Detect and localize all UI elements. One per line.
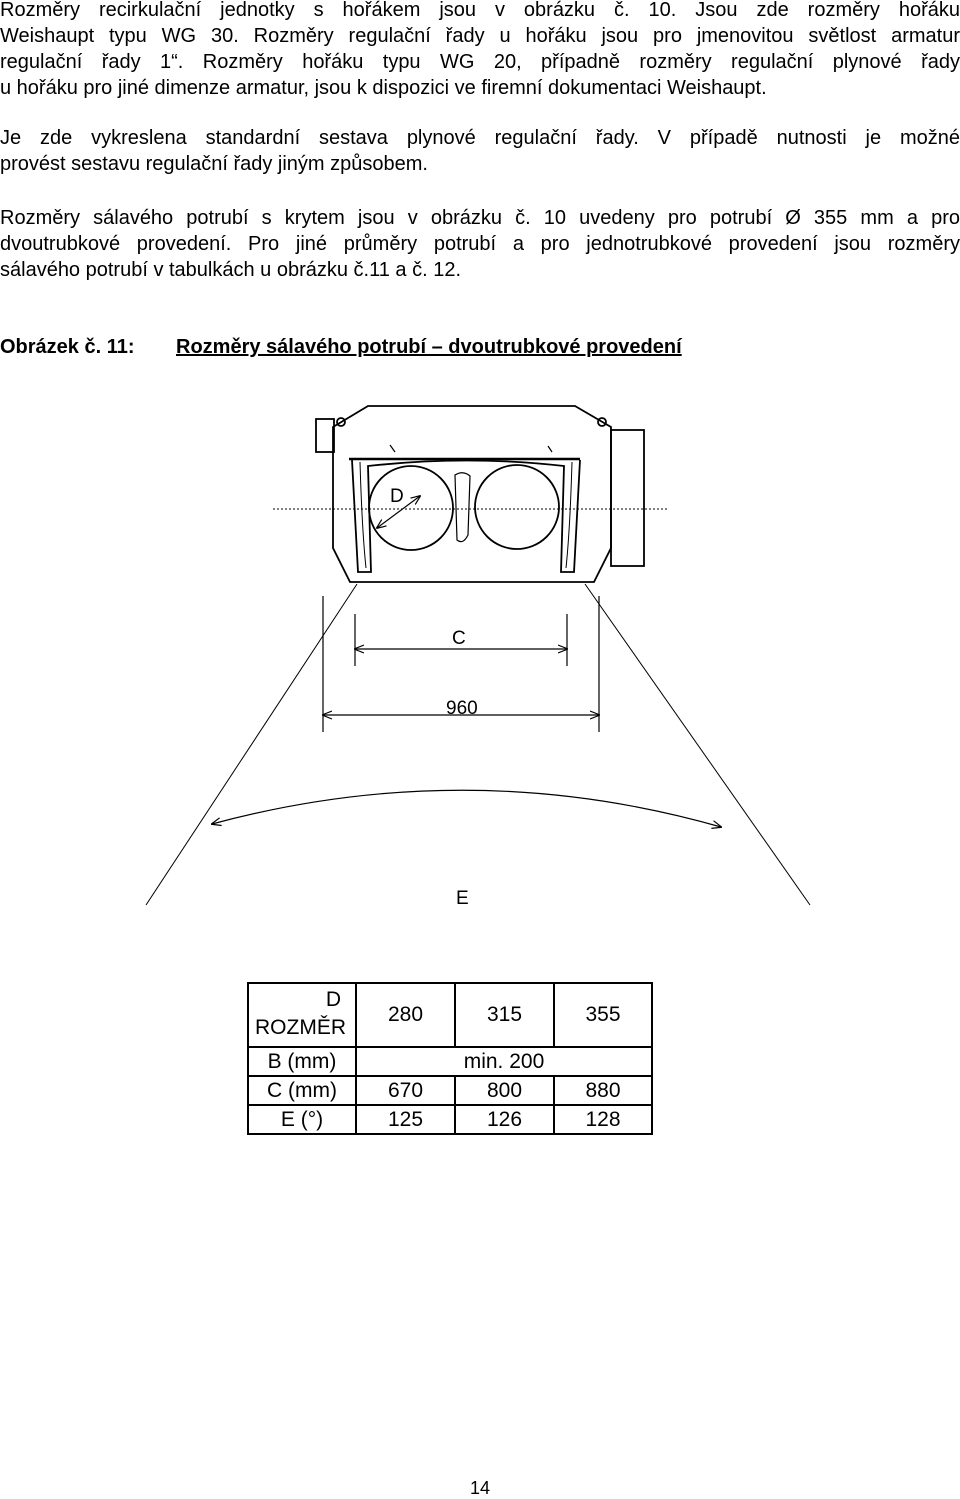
text-line: Je zde vykreslena standardní sestava ply…	[0, 127, 960, 149]
reflector	[351, 459, 581, 573]
row-label: E (°)	[247, 1104, 357, 1135]
bolt-right	[597, 417, 607, 427]
row-label: B (mm)	[247, 1046, 357, 1077]
label-c: C	[452, 628, 466, 649]
table-cell: 128	[553, 1104, 653, 1135]
housing-outline	[332, 405, 612, 583]
paragraph-intro: Rozměry recirkulační jednotky s hořákem …	[0, 0, 960, 101]
radiant-tube-right	[474, 464, 560, 550]
radiant-tube-left	[368, 465, 454, 551]
row-label: C (mm)	[247, 1075, 357, 1106]
merged-value: min. 200	[355, 1046, 653, 1077]
table-cell: 126	[454, 1104, 555, 1135]
dimensions-table: D ROZMĚR 280 315 355 B (mm) min. 200 C (…	[247, 982, 653, 1135]
page-number: 14	[469, 1478, 491, 1498]
text-line: u hořáku pro jiné dimenze armatur, jsou …	[0, 77, 767, 99]
text-line: sálavého potrubí v tabulkách u obrázku č…	[0, 259, 462, 281]
header-d: D	[325, 988, 341, 1011]
header-rozmer: ROZMĚR	[255, 1016, 346, 1039]
text-line: regulační řady 1“. Rozměry hořáku typu W…	[0, 51, 960, 73]
label-d: D	[390, 486, 404, 507]
table-cell: 880	[553, 1075, 653, 1106]
left-attachment	[315, 418, 335, 453]
text-line: Rozměry recirkulační jednotky s hořákem …	[0, 0, 960, 21]
bolt-left	[336, 417, 346, 427]
table-cell: 800	[454, 1075, 555, 1106]
table-row: C (mm) 670 800 880	[247, 1075, 653, 1106]
table-row: B (mm) min. 200	[247, 1046, 653, 1077]
table-header-row: D ROZMĚR 280 315 355	[247, 982, 653, 1048]
table-cell: 670	[355, 1075, 456, 1106]
paragraph-dimensions: Rozměry sálavého potrubí s krytem jsou v…	[0, 205, 960, 283]
label-e: E	[456, 888, 469, 909]
paragraph-assembly: Je zde vykreslena standardní sestava ply…	[0, 125, 960, 177]
diameter-315: 315	[454, 982, 555, 1048]
text-line: Weishaupt typu WG 30. Rozměry regulační …	[0, 25, 960, 47]
angle-arc	[212, 789, 721, 827]
text-line: provést sestavu regulační řady jiným způ…	[0, 153, 428, 175]
diameter-280: 280	[355, 982, 456, 1048]
table-cell: 125	[355, 1104, 456, 1135]
figure-caption: Obrázek č. 11: Rozměry sálavého potrubí …	[0, 336, 682, 359]
figure-caption-label: Obrázek č. 11:	[0, 336, 135, 358]
text-line: Rozměry sálavého potrubí s krytem jsou v…	[0, 207, 960, 229]
technical-drawing: D C 960 E	[145, 405, 811, 909]
table-row: E (°) 125 126 128	[247, 1104, 653, 1135]
label-960: 960	[446, 698, 478, 719]
header-cell: D ROZMĚR	[247, 982, 357, 1048]
diameter-355: 355	[553, 982, 653, 1048]
right-attachment	[610, 429, 645, 567]
text-line: dvoutrubkové provedení. Pro jiné průměry…	[0, 233, 960, 255]
figure-caption-title: Rozměry sálavého potrubí – dvoutrubkové …	[176, 336, 682, 358]
